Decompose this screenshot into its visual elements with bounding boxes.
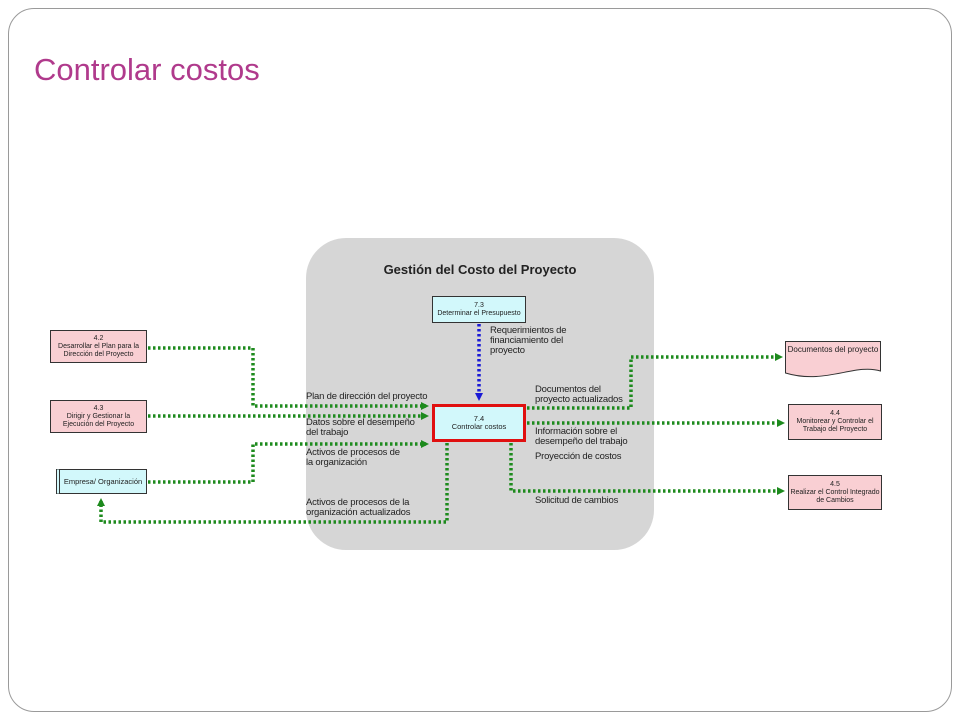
flow-label-activos-org: Activos de procesos de la organización xyxy=(306,447,400,468)
process-4-4-number: 4.4 xyxy=(830,410,840,417)
process-4-3-box: 4.3 Dirigir y Gestionar la Ejecución del… xyxy=(50,400,147,433)
flow-label-plan-direccion: Plan de dirección del proyecto xyxy=(306,391,428,402)
process-4-2-label: Desarrollar el Plan para la Dirección de… xyxy=(58,342,139,358)
slide-title: Controlar costos xyxy=(34,52,260,87)
project-documents-label: Documentos del proyecto xyxy=(787,345,879,354)
flow-solicitud-cambios xyxy=(509,443,785,495)
process-4-2-box: 4.2 Desarrollar el Plan para la Direcció… xyxy=(50,330,147,363)
organization-label: Empresa/ Organización xyxy=(63,476,143,486)
flow-label-activos-actualizados: Activos de procesos de la organización a… xyxy=(306,497,411,518)
process-7-4-label: Controlar costos xyxy=(451,422,507,431)
flow-plan-direccion xyxy=(148,346,429,410)
panel-title: Gestión del Costo del Proyecto xyxy=(383,262,577,277)
flow-docs-actualizados xyxy=(527,353,783,410)
process-4-3-number: 4.3 xyxy=(93,404,104,412)
flow-label-req-financiamiento: Requerimientos de financiamiento del pro… xyxy=(490,325,567,356)
flow-label-proyeccion-costos: Proyección de costos xyxy=(535,451,622,462)
process-4-3-label: Dirigir y Gestionar la Ejecución del Pro… xyxy=(62,412,135,428)
process-7-3-number: 7.3 xyxy=(474,301,484,309)
organization-box: Empresa/ Organización xyxy=(56,469,147,494)
process-7-3-label: Determinar el Presupuesto xyxy=(437,309,521,317)
flow-label-datos-desempeno: Datos sobre el desempeño del trabajo xyxy=(306,417,415,438)
process-4-4-box: 4.4 Monitorear y Controlar el Trabajo de… xyxy=(788,404,882,440)
process-4-5-number: 4.5 xyxy=(830,480,840,488)
process-7-4-number: 7.4 xyxy=(473,414,485,423)
flow-activos-org xyxy=(148,440,429,484)
flow-label-info-desempeno: Información sobre el desempeño del traba… xyxy=(535,426,628,447)
process-4-5-box: 4.5 Realizar el Control Integrado de Cam… xyxy=(788,475,882,510)
project-documents-shape xyxy=(785,341,881,378)
process-4-5-label: Realizar el Control Integrado de Cambios xyxy=(790,488,880,504)
process-7-4-box: 7.4 Controlar costos xyxy=(432,404,526,442)
process-4-2-number: 4.2 xyxy=(93,334,104,342)
flow-activos-actualizados xyxy=(97,443,449,524)
flow-label-docs-actualizados: Documentos del proyecto actualizados xyxy=(535,384,623,405)
process-7-3-box: 7.3 Determinar el Presupuesto xyxy=(432,296,526,323)
flow-label-solicitud-cambios: Solicitud de cambios xyxy=(535,495,619,506)
process-4-4-label: Monitorear y Controlar el Trabajo del Pr… xyxy=(796,418,874,433)
